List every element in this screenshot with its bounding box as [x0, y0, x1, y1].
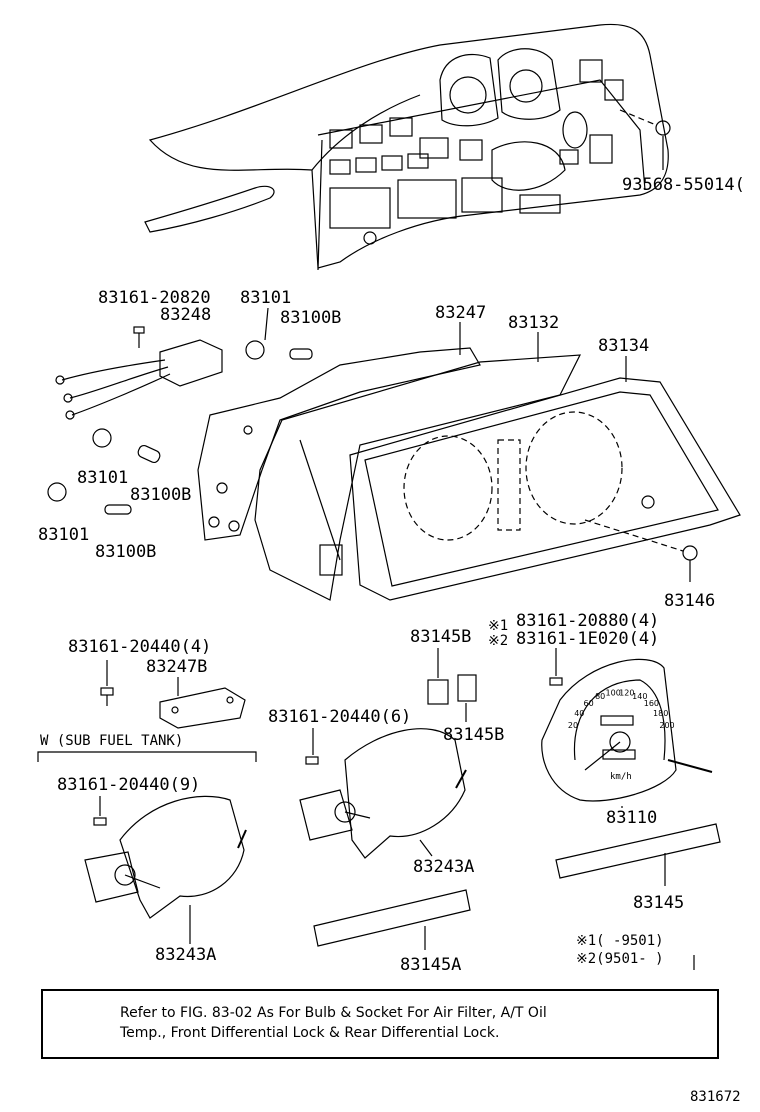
gauge-tick-label: 160 — [644, 699, 659, 708]
label-83101-b: 83101 — [77, 468, 128, 488]
lens-83145B-left — [427, 648, 449, 705]
label-83248: 83248 — [160, 305, 211, 325]
meter-glass-83134 — [349, 377, 741, 601]
gauge-tick-label: 100 — [606, 689, 621, 698]
bulb-83100B-a — [289, 348, 313, 360]
label-83100B-b: 83100B — [130, 485, 191, 505]
label-83161-20440-4: 83161-20440(4) — [68, 637, 211, 657]
label-83161-20440-6: 83161-20440(6) — [268, 707, 411, 727]
label-83100B-a: 83100B — [280, 308, 341, 328]
label-83100B-c: 83100B — [95, 542, 156, 562]
socket-83101-c — [47, 482, 67, 502]
gauge-tick-label: 180 — [653, 709, 668, 718]
socket-83101-b — [92, 428, 112, 448]
gauge-tick-label: 200 — [659, 721, 674, 730]
legend-mark-2: ※2(9501- ) — [576, 951, 664, 967]
meter-circuit-plate-83247 — [197, 347, 481, 541]
label-83145A: 83145A — [400, 955, 461, 975]
label-83146: 83146 — [664, 591, 715, 611]
dashboard-panel — [144, 23, 671, 271]
meter-case-83132 — [254, 354, 582, 601]
label-83101-c: 83101 — [38, 525, 89, 545]
indicator-panel-83145 — [555, 823, 721, 879]
gauge-assembly-83243A-right — [299, 728, 467, 859]
label-83247: 83247 — [435, 303, 486, 323]
label-83161-20880: 83161-20880(4) — [516, 611, 659, 631]
screw-83161-20440-6 — [305, 728, 319, 765]
label-83132: 83132 — [508, 313, 559, 333]
gauge-assembly-83243A-left — [84, 795, 247, 919]
gauge-unit-label: km/h — [610, 772, 632, 782]
label-83161-20440-9: 83161-20440(9) — [57, 775, 200, 795]
gauge-tick-label: 40 — [574, 709, 584, 718]
sub-fuel-tank-heading: W (SUB FUEL TANK) — [40, 733, 183, 749]
gauge-tick-label: 80 — [595, 692, 605, 701]
speedometer-83110: km/h — [541, 658, 713, 802]
legend-mark-1: ※1( -9501) — [576, 933, 664, 949]
indicator-panel-83145A — [313, 889, 471, 947]
note-box — [41, 989, 719, 1059]
screw-83161-20440-4 — [100, 660, 114, 706]
gauge-tick-label: 120 — [619, 689, 634, 698]
label-83161-20820: 83161-20820 — [98, 288, 211, 308]
label-83145B-bottom: 83145B — [443, 725, 504, 745]
label-83247B: 83247B — [146, 657, 207, 677]
bulb-83100B-c — [104, 504, 132, 515]
gauge-tick-label: 140 — [632, 692, 647, 701]
label-83145: 83145 — [633, 893, 684, 913]
screw-83161-20820 — [133, 326, 145, 348]
label-83110: 83110 — [606, 808, 657, 828]
label-93568-55014: 93568-55014( — [622, 175, 745, 195]
gauge-tick-label: 60 — [584, 699, 594, 708]
label-83243A-right: 83243A — [413, 857, 474, 877]
circuit-plate-83247B — [159, 677, 246, 729]
knob-83146 — [584, 519, 698, 582]
label-83145B-top: 83145B — [410, 627, 471, 647]
bulb-83100B-b — [137, 444, 161, 464]
socket-83101-a — [245, 307, 269, 360]
lens-83145B-right — [457, 674, 477, 722]
note-line-1: Refer to FIG. 83-02 As For Bulb & Socket… — [120, 1005, 547, 1021]
label-83243A-left: 83243A — [155, 945, 216, 965]
screw-83161-20440-9 — [93, 796, 107, 826]
label-83134: 83134 — [598, 336, 649, 356]
mark-1: ※1 — [488, 618, 508, 634]
gauge-tick-label: 20 — [568, 721, 578, 730]
label-83161-1E020: 83161-1E020(4) — [516, 629, 659, 649]
label-83101-a: 83101 — [240, 288, 291, 308]
mark-2: ※2 — [488, 633, 508, 649]
screw-83161-20880 — [549, 648, 563, 686]
note-line-2: Temp., Front Differential Lock & Rear Di… — [119, 1025, 499, 1041]
printed-circuit-83248 — [55, 339, 223, 420]
figure-id: 831672 — [690, 1089, 741, 1105]
